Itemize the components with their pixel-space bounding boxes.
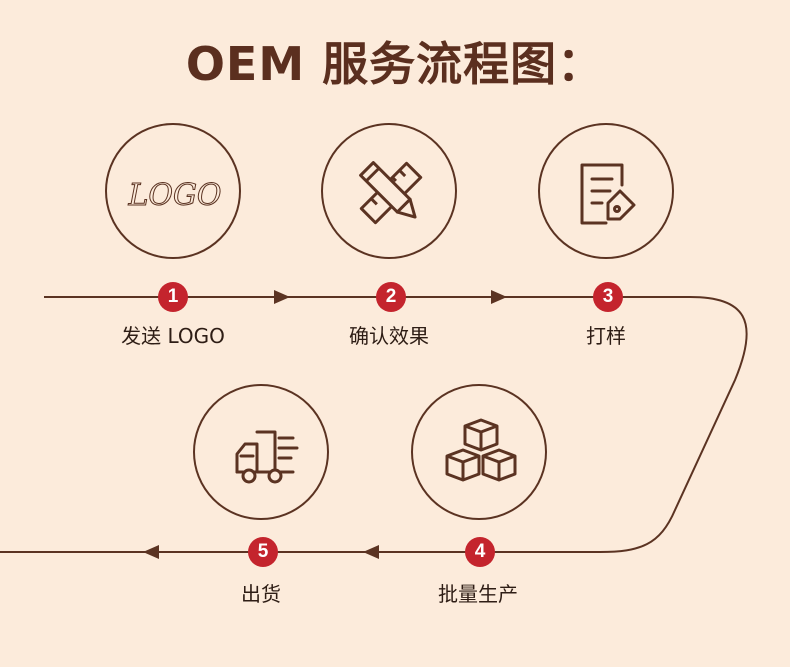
step-1-circle: LOGO [105, 123, 241, 259]
step-2-label: 确认效果 [349, 324, 429, 348]
arrow-right-icon [491, 290, 507, 304]
step-2-badge: 2 [376, 282, 406, 312]
page-title: OEM 服务流程图： [185, 37, 605, 91]
step-4-label: 批量生产 [438, 582, 518, 606]
arrow-left-icon [363, 545, 379, 559]
svg-text:LOGO: LOGO [127, 178, 221, 213]
logo-script-icon: LOGO [127, 178, 222, 214]
step-5-label: 出货 [241, 582, 281, 606]
step-3-circle [538, 123, 674, 259]
step-4-circle [411, 384, 547, 520]
document-tag-icon [580, 163, 636, 225]
arrow-left-icon [143, 545, 159, 559]
arrow-right-icon [274, 290, 290, 304]
step-5-badge: 5 [248, 537, 278, 567]
step-4-badge: 4 [465, 537, 495, 567]
step-1-label: 发送 LOGO [121, 324, 225, 348]
step-2-circle [321, 123, 457, 259]
step-3-badge: 3 [593, 282, 623, 312]
boxes-icon [445, 418, 517, 482]
pencil-ruler-icon [359, 161, 423, 225]
step-1-badge: 1 [158, 282, 188, 312]
step-3-label: 打样 [586, 324, 626, 348]
delivery-truck-icon [235, 430, 299, 484]
step-5-circle [193, 384, 329, 520]
